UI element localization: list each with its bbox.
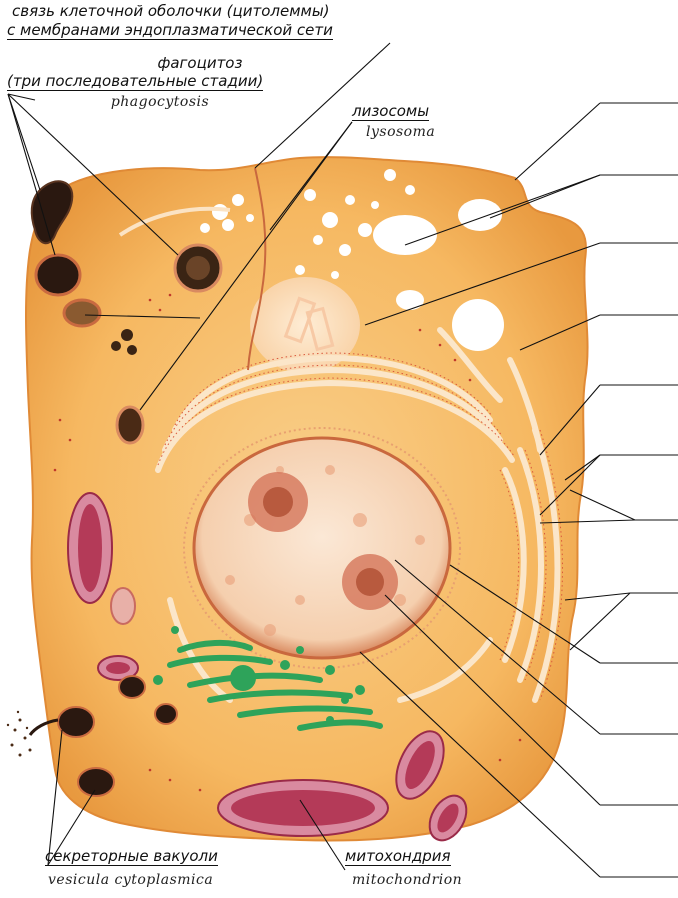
secretory-vacuoles-label: секреторные вакуоли [45, 848, 218, 866]
nucleolus-1 [248, 472, 308, 532]
lysosomes-latin: lysosoma [366, 124, 435, 140]
secretory-vacuole-3 [119, 676, 145, 698]
phagocytosis-stage-3 [64, 300, 100, 326]
secretory-vacuole-2 [78, 768, 114, 796]
lysosome [117, 407, 143, 443]
secretory-vacuoles-latin: vesicula cytoplasmica [48, 872, 213, 888]
phagosome [175, 245, 221, 291]
mitochondria-latin: mitochondrion [352, 872, 462, 888]
secretory-exocytosis-spray [7, 711, 32, 757]
lysosomes-label: лизосомы [352, 103, 429, 121]
mitochondrion-bottom [218, 780, 388, 836]
mitochondrion-left [68, 493, 112, 603]
nucleolus-2 [342, 554, 398, 610]
secretory-vacuole-4 [155, 704, 177, 724]
phagocytosis-latin: phagocytosis [80, 94, 240, 110]
phagocytosis-stage-2 [36, 255, 80, 295]
phagocytosis-label: фагоцитоз [120, 55, 280, 72]
mitochondria-label: митохондрия [345, 848, 451, 866]
phagocytosis-sublabel: (три последовательные стадии) [7, 73, 263, 91]
junction-label-line1: связь клеточной оболочки (цитолеммы) [12, 3, 330, 20]
mitochondrion-small [111, 588, 135, 624]
nucleus [194, 438, 450, 658]
junction-label-line2: с мембранами эндоплазматической сети [7, 22, 333, 40]
